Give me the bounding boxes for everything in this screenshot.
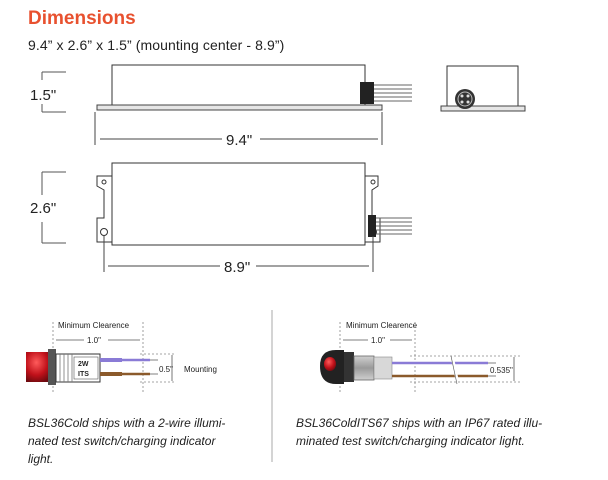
side-view: 1.5" 9.4" — [30, 64, 526, 149]
height-value-right: 0.535" — [490, 366, 513, 375]
two-wire-switch-drawing: Minimum Clearence 1.0" 2W ITS 0.5" M — [26, 321, 217, 392]
mounting-center-label: 8.9" — [224, 259, 250, 276]
mounting-side-label: Mounting — [184, 365, 217, 374]
clearance-value-left: 1.0" — [87, 336, 101, 345]
ip67-switch-drawing: Minimum Clearence 1.0" 0.535" — [320, 321, 520, 392]
left-caption: BSL36Cold ships with a 2-wire illumi- na… — [28, 414, 225, 468]
height-value-left: 0.5" — [159, 365, 173, 374]
dimensions-summary: 9.4” x 2.6” x 1.5” (mounting center - 8.… — [28, 37, 285, 53]
right-caption-line-1: BSL36ColdITS67 ships with an IP67 rated … — [296, 416, 543, 430]
length-label: 9.4" — [226, 132, 252, 149]
switch-label-its: ITS — [78, 371, 89, 378]
left-caption-line-3: light. — [28, 452, 54, 466]
width-label: 2.6" — [30, 200, 56, 217]
section-title: Dimensions — [28, 8, 136, 29]
plan-view: 2.6" 8.9" — [30, 162, 412, 276]
right-caption: BSL36ColdITS67 ships with an IP67 rated … — [296, 414, 542, 450]
clearance-title-left: Minimum Clearence — [58, 321, 130, 330]
clearance-value-right: 1.0" — [371, 336, 385, 345]
height-label: 1.5" — [30, 87, 56, 104]
left-caption-line-1: BSL36Cold ships with a 2-wire illumi- — [28, 416, 226, 430]
switch-label-2w: 2W — [78, 361, 89, 368]
right-caption-line-2: minated test switch/charging indicator l… — [296, 434, 525, 448]
left-caption-line-2: nated test switch/charging indicator — [28, 434, 216, 448]
clearance-title-right: Minimum Clearence — [346, 321, 418, 330]
